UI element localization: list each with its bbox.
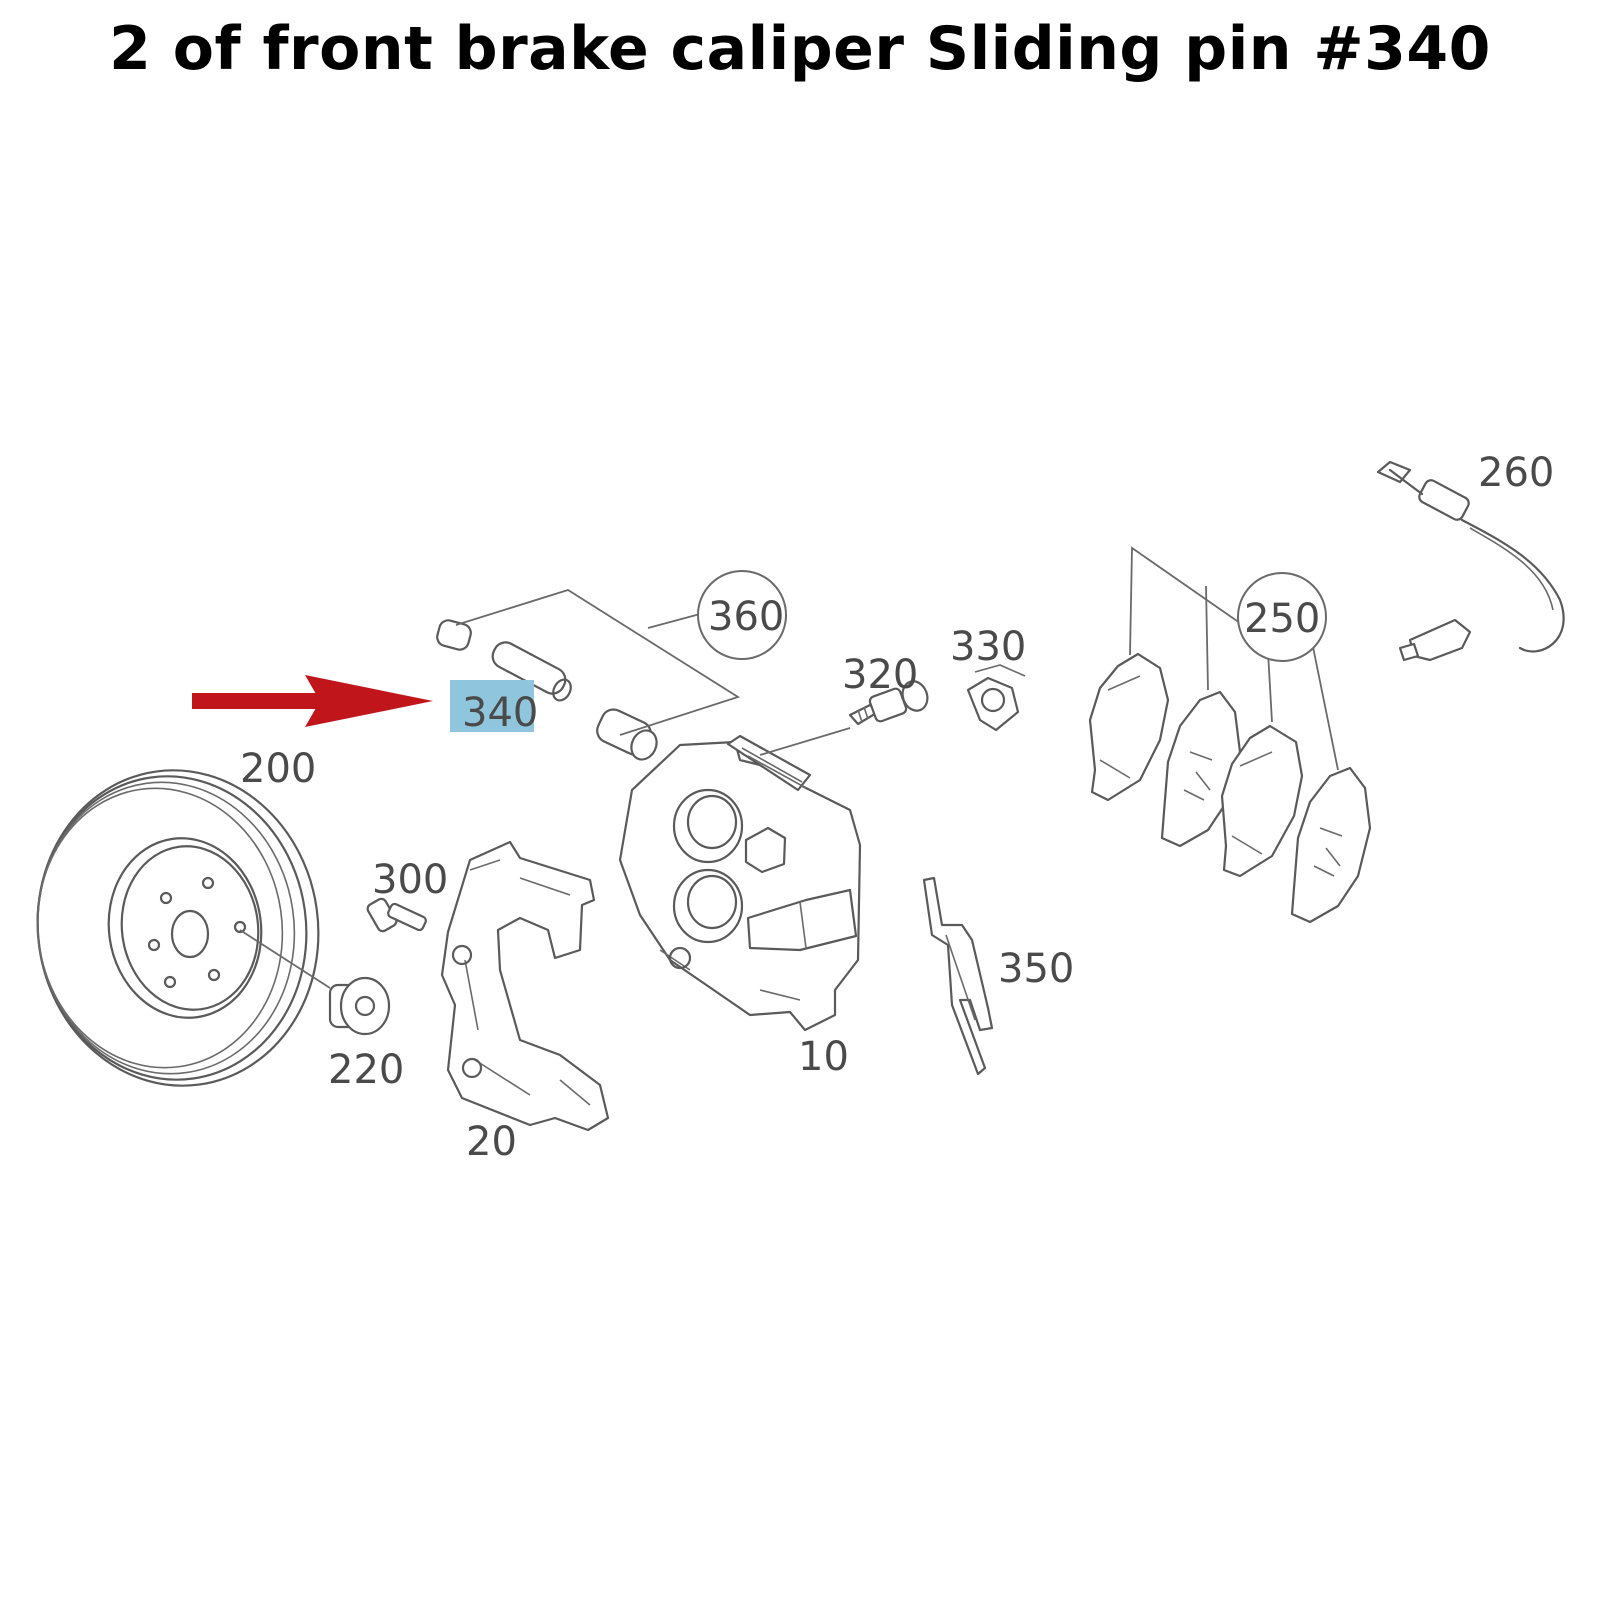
page-title: 2 of front brake caliper Sliding pin #34… <box>109 14 1491 84</box>
caliper-bolt[interactable] <box>366 897 427 933</box>
part-label-300: 300 <box>372 857 448 903</box>
caliper-carrier-bracket[interactable] <box>440 840 610 1132</box>
part-label-330: 330 <box>950 624 1026 670</box>
brake-pad-3[interactable] <box>1220 724 1304 878</box>
part-label-200: 200 <box>240 746 316 792</box>
part-label-220: 220 <box>328 1047 404 1093</box>
callout-circle-250 <box>1237 572 1327 662</box>
callout-circle-360 <box>697 570 787 660</box>
sliding-pin-boot-lower[interactable] <box>593 706 661 764</box>
sliding-pin[interactable] <box>488 638 574 703</box>
part-label-350: 350 <box>998 946 1074 992</box>
highlight-box-340 <box>450 680 534 732</box>
part-label-250: 250 <box>1244 596 1320 642</box>
bleeder-screw[interactable] <box>848 678 931 726</box>
part-label-20: 20 <box>466 1119 517 1165</box>
part-label-320: 320 <box>842 652 918 698</box>
anti-rattle-spring[interactable] <box>922 876 994 1076</box>
sliding-pin-boot-upper[interactable] <box>435 618 473 651</box>
brake-pad-1[interactable] <box>1088 652 1170 802</box>
brake-disc[interactable] <box>17 752 338 1104</box>
part-label-360: 360 <box>708 594 784 640</box>
brake-pad-4[interactable] <box>1290 766 1372 924</box>
part-label-10: 10 <box>798 1034 849 1080</box>
hub-bolt[interactable] <box>328 976 391 1036</box>
part-label-340: 340 <box>462 690 538 736</box>
bleeder-cap[interactable] <box>966 664 1026 732</box>
callout-360-leader <box>455 589 741 736</box>
pointer-arrow <box>192 675 433 727</box>
brake-caliper-housing[interactable] <box>618 727 862 1032</box>
part-label-260: 260 <box>1478 450 1554 496</box>
brake-pad-2[interactable] <box>1160 690 1242 848</box>
callout-250-leader <box>1129 546 1339 771</box>
pad-wear-sensor[interactable] <box>1376 460 1565 662</box>
